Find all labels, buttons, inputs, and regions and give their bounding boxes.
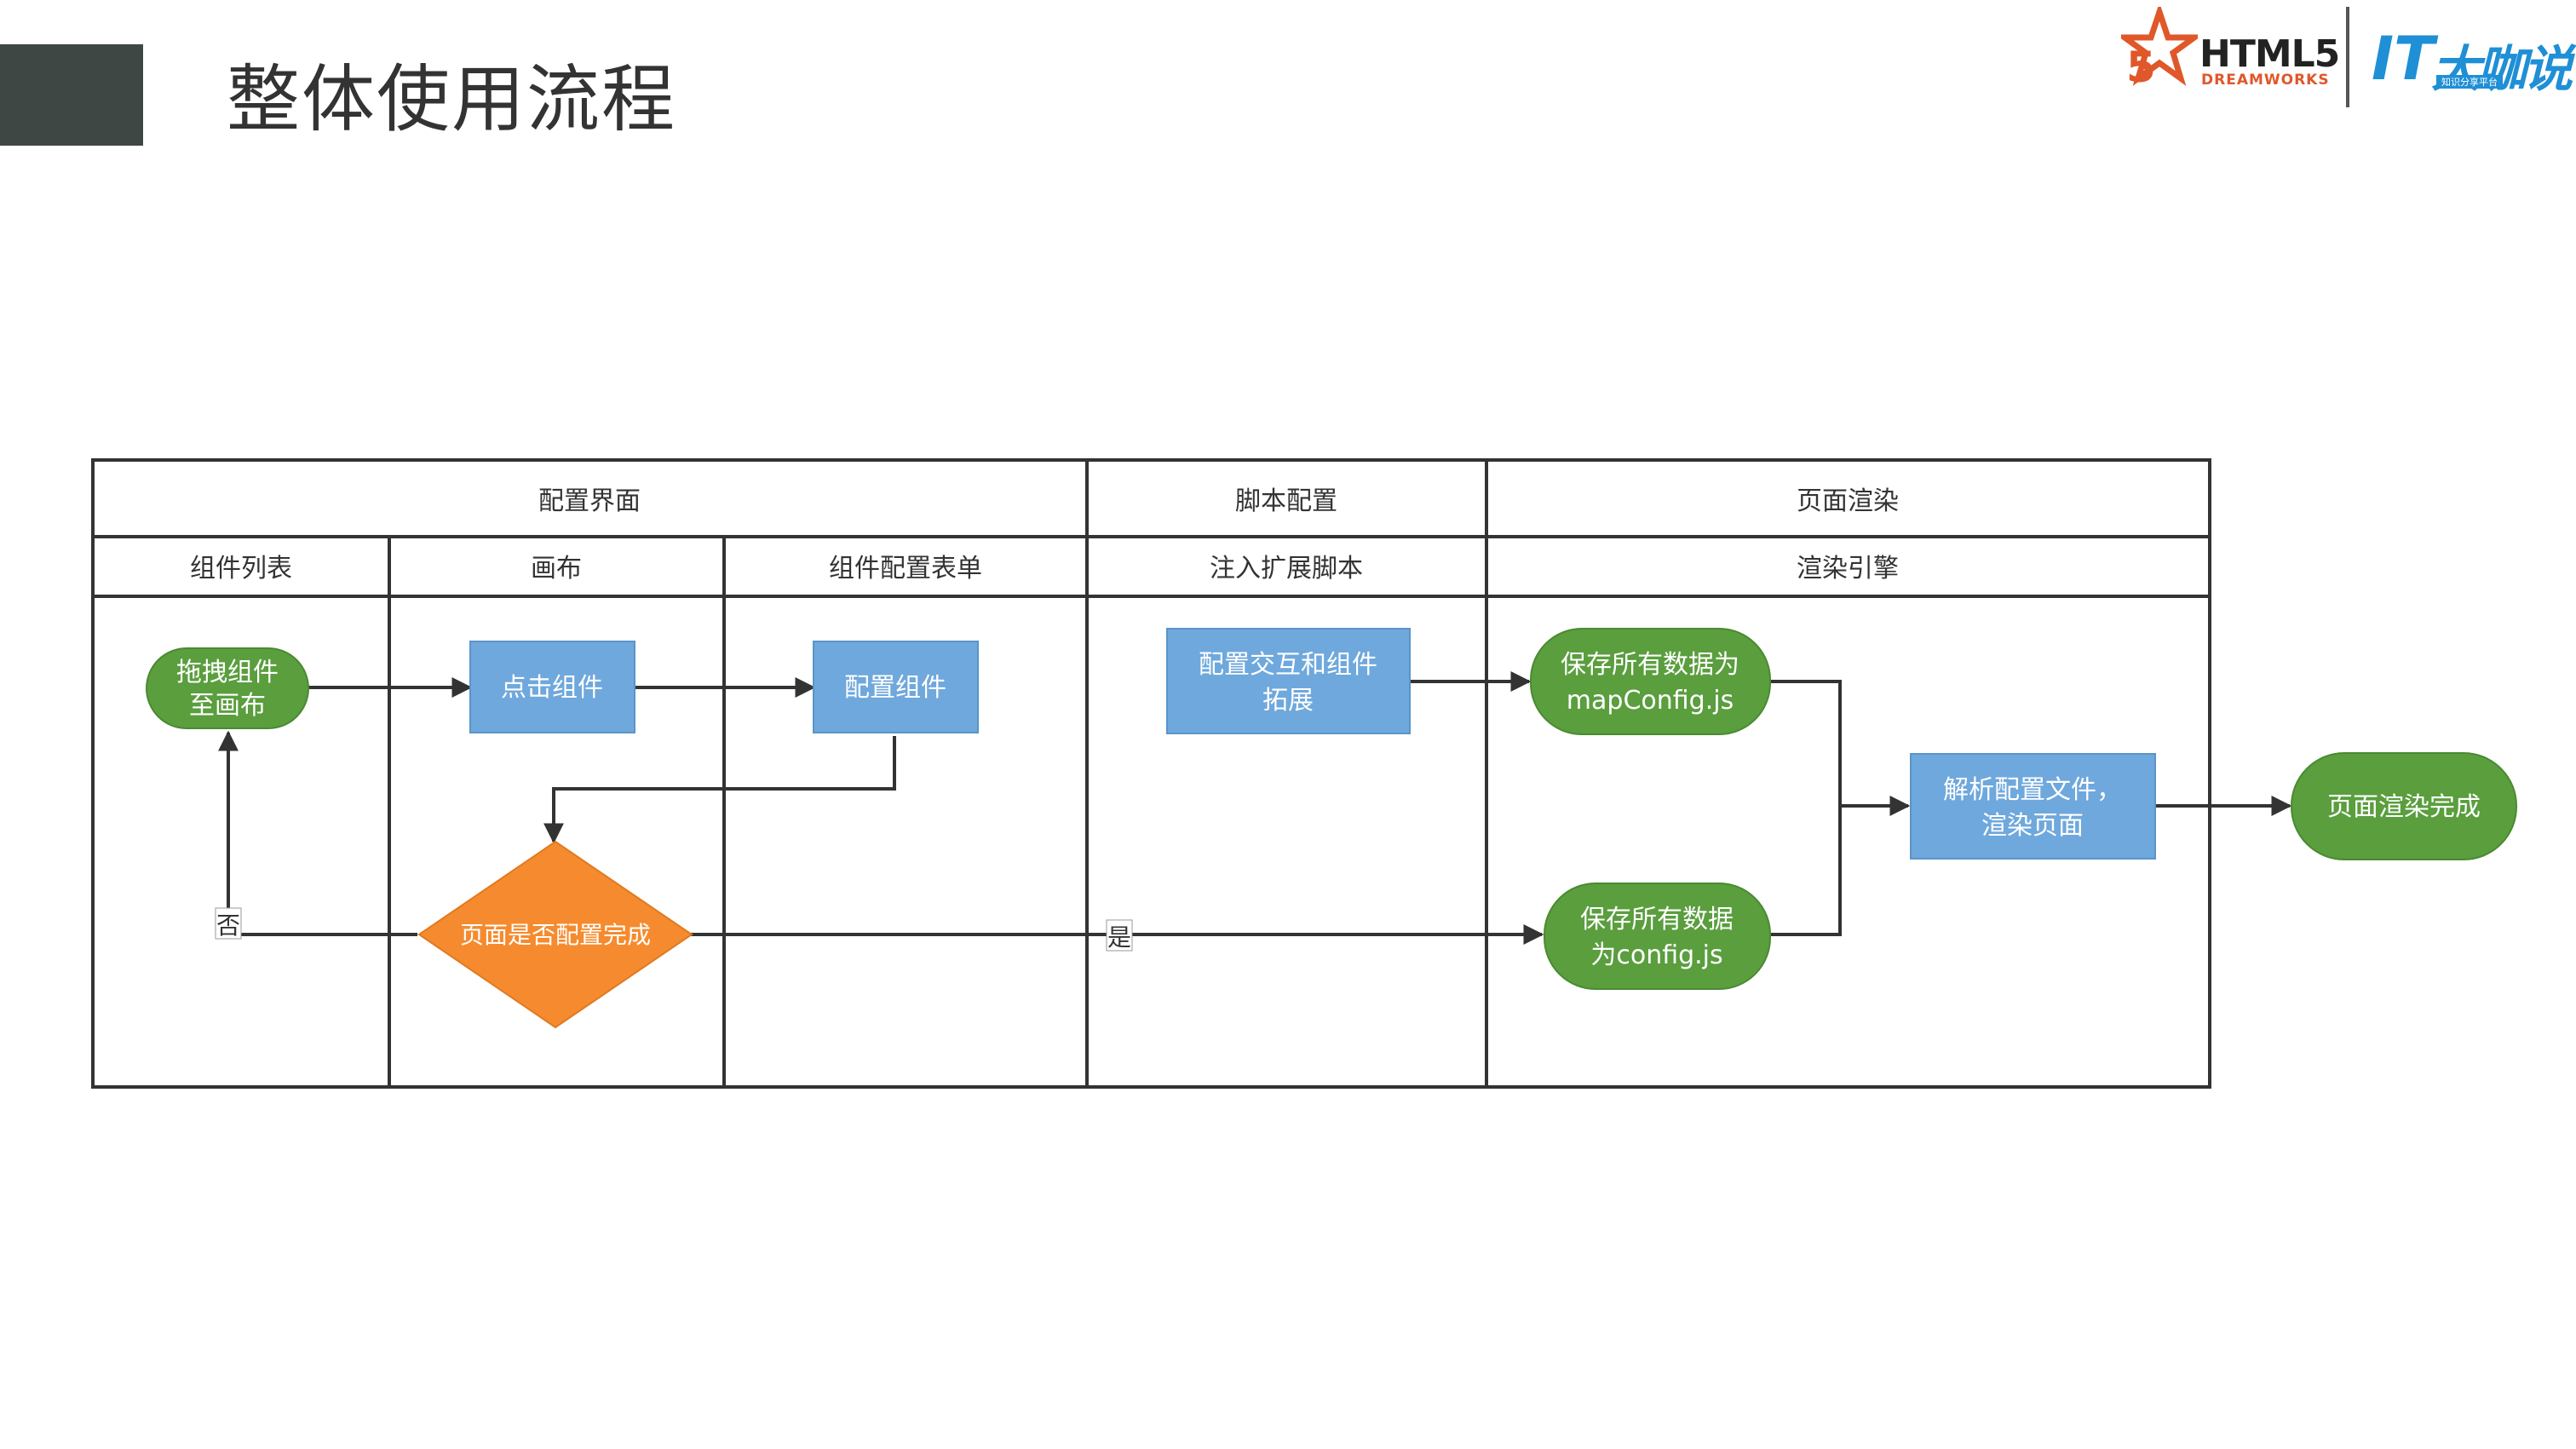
node-script-line2: 拓展 xyxy=(1262,686,1314,716)
node-decision-label: 页面是否配置完成 xyxy=(460,921,651,949)
node-page-done-decision: 页面是否配置完成 xyxy=(417,840,693,1029)
logo-it-subtitle: 知识分享平台 xyxy=(2436,75,2503,89)
node-script-config: 配置交互和组件 拓展 xyxy=(1166,628,1411,734)
node-click-component: 点击组件 xyxy=(469,641,635,733)
node-save-mapconfig: 保存所有数据为 mapConfig.js xyxy=(1530,628,1771,735)
lane-group-config-ui: 配置界面 xyxy=(538,486,641,516)
node-page-rendered: 页面渲染完成 xyxy=(2291,752,2517,860)
logo-dreamworks-text: DREAMWORKS xyxy=(2201,72,2330,89)
lane-canvas: 画布 xyxy=(531,554,582,584)
node-save-config: 保存所有数据 为config.js xyxy=(1544,883,1771,990)
lane-group-script: 脚本配置 xyxy=(1235,486,1337,516)
node-save-map-line2: mapConfig.js xyxy=(1567,686,1734,716)
node-save-map-line1: 保存所有数据为 xyxy=(1561,650,1739,680)
node-config-label: 配置组件 xyxy=(844,673,946,703)
logo-it-text: IT xyxy=(2372,24,2435,94)
node-rendered-label: 页面渲染完成 xyxy=(2327,792,2481,822)
node-script-line1: 配置交互和组件 xyxy=(1199,650,1377,680)
title-accent-block xyxy=(0,44,143,146)
swimlane-grid xyxy=(91,458,2211,1089)
node-parse-line2: 渲染页面 xyxy=(1981,811,2084,841)
logo-html5-text: HTML5 xyxy=(2199,32,2340,76)
logo-area: 5 HTML5 DREAMWORKS IT 大咖说 知识分享平台 xyxy=(2121,7,2576,118)
edge-saves-merge xyxy=(1770,680,1842,936)
edge-label-no: 否 xyxy=(216,911,240,940)
lane-render-engine: 渲染引擎 xyxy=(1797,554,1899,584)
node-save-cfg-line1: 保存所有数据 xyxy=(1580,905,1734,934)
lane-component-list: 组件列表 xyxy=(190,554,292,584)
node-drag-component: 拖拽组件 至画布 xyxy=(146,647,309,729)
node-parse-line1: 解析配置文件， xyxy=(1943,775,2122,805)
node-parse-render: 解析配置文件， 渲染页面 xyxy=(1910,753,2156,860)
html5-star-logo-icon: 5 xyxy=(2121,7,2198,92)
page-title: 整体使用流程 xyxy=(227,57,676,142)
lane-component-form: 组件配置表单 xyxy=(829,554,982,584)
edge-config-to-check xyxy=(543,736,896,844)
node-save-cfg-line2: 为config.js xyxy=(1590,940,1722,970)
node-click-label: 点击组件 xyxy=(501,673,603,703)
lane-group-render: 页面渲染 xyxy=(1797,486,1899,516)
lane-inject-script: 注入扩展脚本 xyxy=(1210,554,1363,584)
logo-divider xyxy=(2346,7,2349,107)
node-drag-line2: 至画布 xyxy=(189,691,266,721)
node-drag-line1: 拖拽组件 xyxy=(176,658,279,687)
edge-label-yes: 是 xyxy=(1107,923,1131,952)
svg-text:5: 5 xyxy=(2126,43,2156,92)
node-configure-component: 配置组件 xyxy=(813,641,979,733)
